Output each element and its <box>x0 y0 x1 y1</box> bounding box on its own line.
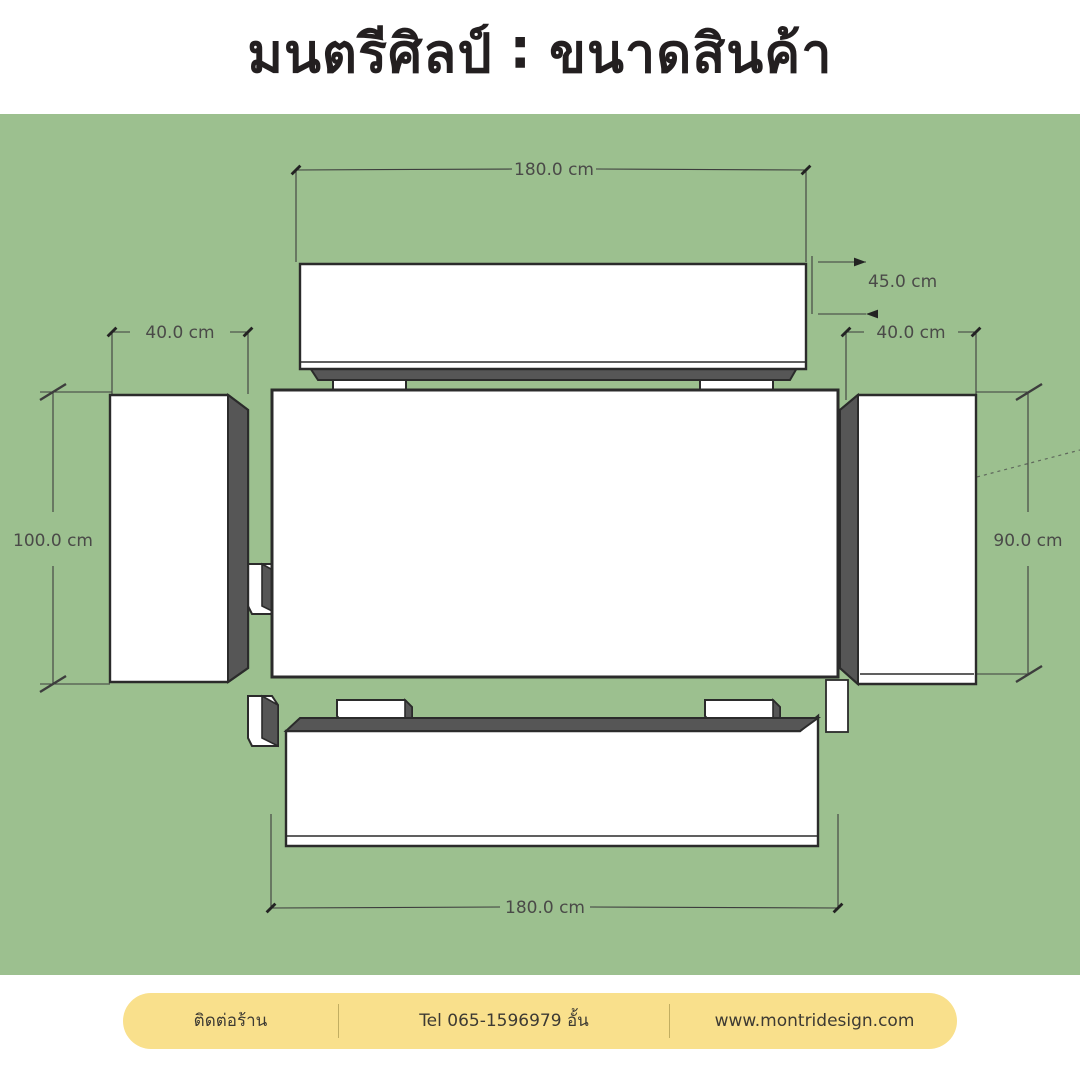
dimension-lines <box>39 164 1043 914</box>
footer-contact-bar: ติดต่อร้าน Tel 065-1596979 อั้น www.mont… <box>123 993 957 1049</box>
dimension-label-bench-depth: 45.0 cm <box>868 272 937 292</box>
dimension-label-right-bench-width: 40.0 cm <box>876 323 945 343</box>
dimension-label-table-height: 90.0 cm <box>993 531 1062 551</box>
left-bench <box>108 393 279 748</box>
technical-drawing: 180.0 cm 45.0 cm 40.0 cm 40.0 cm 100.0 c… <box>13 160 1080 918</box>
footer-divider-2 <box>669 1004 670 1038</box>
footer-website[interactable]: www.montridesign.com <box>714 1010 915 1031</box>
footer: ติดต่อร้าน Tel 065-1596979 อั้น www.mont… <box>0 975 1080 1080</box>
right-bench <box>825 392 978 733</box>
title-bar: มนตรีศิลป์ ∶ ขนาดสินค้า <box>0 0 1080 114</box>
bottom-bench <box>283 698 822 848</box>
top-bench <box>298 262 808 399</box>
center-table <box>270 388 840 679</box>
footer-phone[interactable]: Tel 065-1596979 อั้น <box>419 1010 589 1031</box>
dimension-label-left-bench-width: 40.0 cm <box>145 323 214 343</box>
dimension-label-bottom-width: 180.0 cm <box>505 898 585 918</box>
page-title: มนตรีศิลป์ ∶ ขนาดสินค้า <box>247 22 833 85</box>
dimension-label-overall-height: 100.0 cm <box>13 531 93 551</box>
drawing-canvas: 180.0 cm 45.0 cm 40.0 cm 40.0 cm 100.0 c… <box>0 114 1080 975</box>
footer-contact-label: ติดต่อร้าน <box>193 1010 268 1031</box>
footer-divider-1 <box>338 1004 339 1038</box>
dimension-label-top-width: 180.0 cm <box>514 160 594 180</box>
